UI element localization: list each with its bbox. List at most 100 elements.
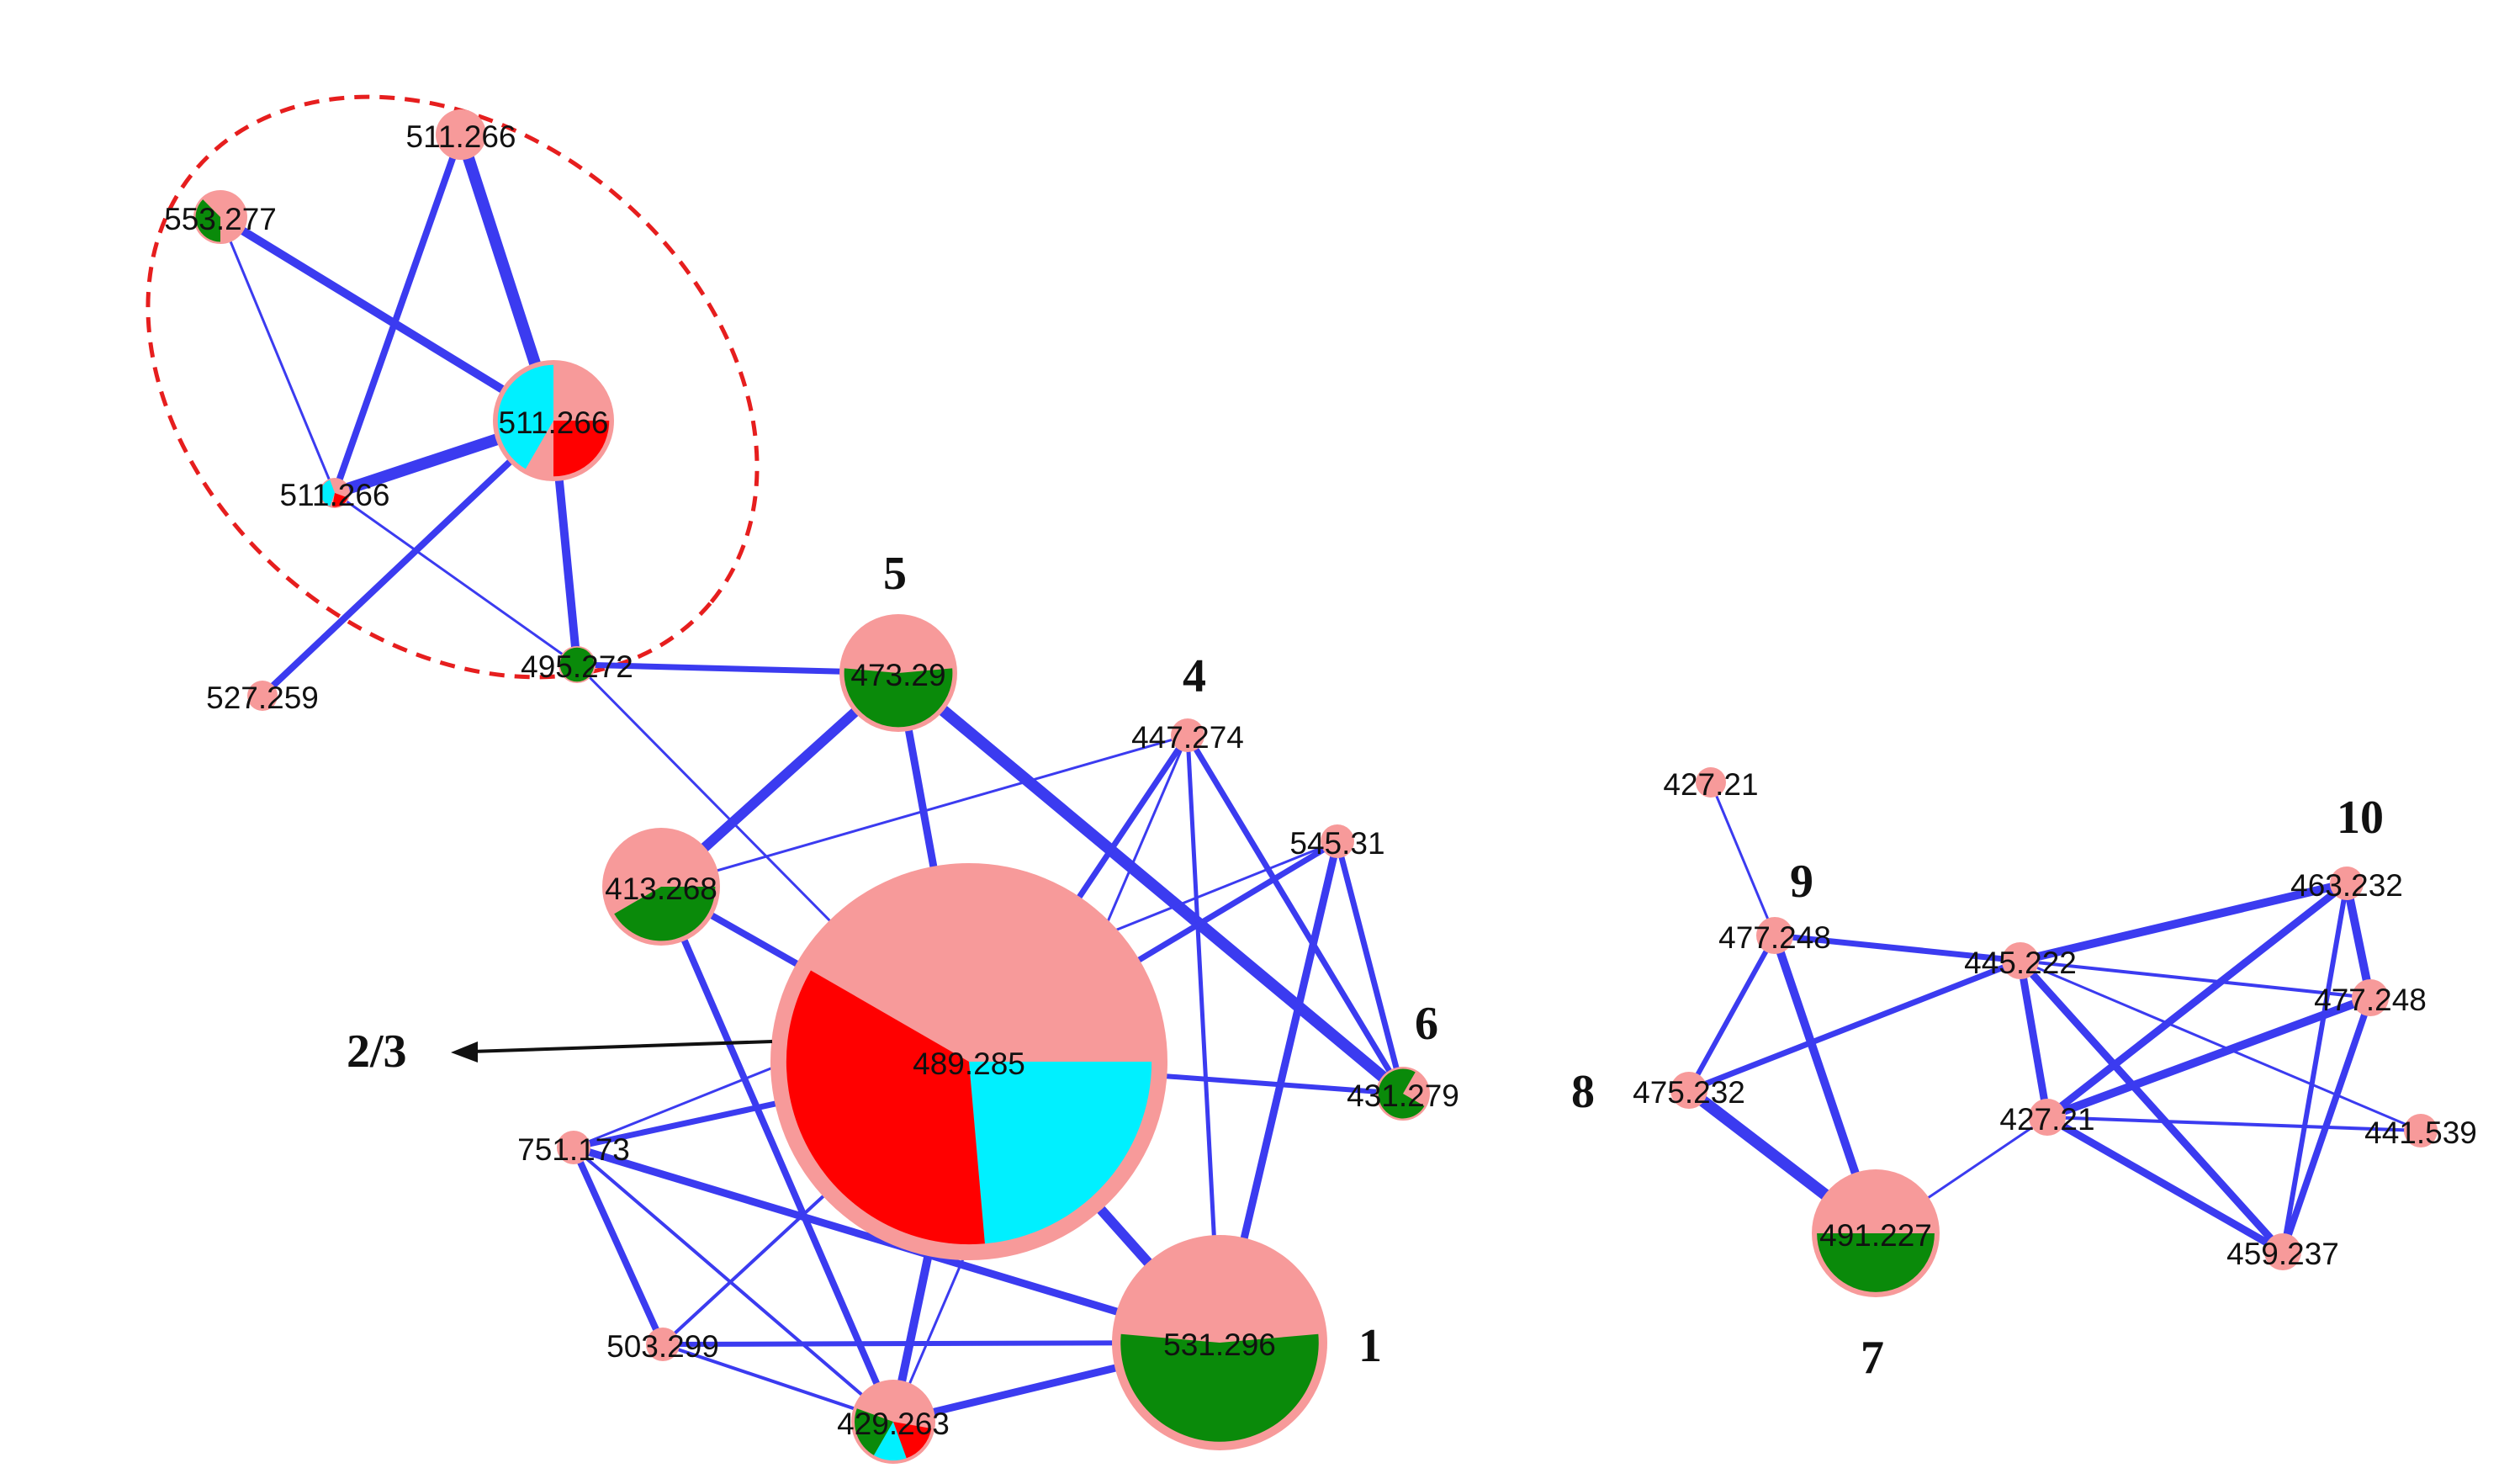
edge-n413-n429 (658, 883, 897, 1425)
edge-n545-n431 (1334, 838, 1406, 1097)
node-n459 (2264, 1233, 2301, 1270)
edge-n477b-n459 (2279, 994, 2374, 1255)
node-circle (2264, 1233, 2301, 1270)
node-circle (2404, 1114, 2438, 1147)
node-n427a (1696, 767, 1726, 798)
edge-n427b-n477b (2043, 994, 2374, 1121)
edge-n463-n459 (2280, 881, 2349, 1254)
edge-n511a-n511c (331, 131, 464, 496)
node-n527 (247, 681, 278, 711)
node-slice-cyan (320, 480, 335, 506)
node-n475 (1670, 1072, 1707, 1109)
node-n531 (1112, 1235, 1327, 1450)
cluster-label-5: 5 (883, 548, 907, 600)
cluster-label-6: 6 (1415, 998, 1438, 1050)
cluster-label-9: 9 (1790, 856, 1813, 908)
node-label: 413.268 (605, 872, 717, 906)
node-slice-red (893, 1422, 932, 1459)
node-n427b (2029, 1099, 2066, 1136)
node-n503 (646, 1328, 680, 1361)
node-circle (1696, 767, 1726, 798)
cluster-enclosure-ellipse (146, 94, 760, 680)
node-slice-green (1817, 1233, 1935, 1292)
node-slice-cyan (874, 1422, 907, 1460)
node-circle (646, 1328, 680, 1361)
node-label: 477.248 (2314, 983, 2427, 1017)
edge-n427b-n459 (2043, 1113, 2287, 1256)
node-label: 475.232 (1633, 1075, 1745, 1110)
cluster-label-1: 1 (1358, 1320, 1382, 1372)
edge-n553-n511b (216, 213, 558, 425)
node-n431 (1376, 1067, 1430, 1121)
node-n413 (602, 828, 720, 946)
cluster-label-10: 10 (2337, 792, 2384, 844)
edge-n477a-n445 (1771, 932, 2024, 964)
node-slice-green (195, 199, 220, 242)
node-slice-green (559, 647, 595, 682)
node-label: 491.227 (1819, 1218, 1932, 1253)
edge-n445-n427b (2016, 957, 2051, 1121)
node-n447 (1171, 718, 1204, 752)
node-label: 427.21 (1999, 1102, 2094, 1137)
arrow-2-3 (451, 1040, 773, 1063)
node-label: 489.285 (913, 1047, 1025, 1081)
edge-n427a-n477a (1709, 781, 1776, 937)
node-circle (1321, 824, 1354, 858)
node-label: 527.259 (206, 681, 319, 715)
edge-n445-n463 (2016, 879, 2351, 965)
node-label: 751.173 (517, 1132, 630, 1167)
edge-n445-n477b (2019, 959, 2372, 999)
node-label: 477.248 (1718, 920, 1831, 955)
node-label: 463.232 (2290, 868, 2403, 903)
edge-n751-n429 (572, 1146, 895, 1423)
node-n477a (1756, 917, 1793, 954)
edge-n473-n431 (892, 667, 1409, 1100)
edge-n751-n503 (570, 1144, 666, 1348)
edge-n511c-n495 (333, 491, 579, 666)
node-circle (557, 1131, 590, 1164)
node-circle (1670, 1072, 1707, 1109)
node-n477b (2352, 979, 2389, 1016)
node-label: 431.279 (1347, 1079, 1459, 1113)
node-n473 (839, 614, 957, 732)
node-label: 473.29 (850, 658, 945, 692)
edge-n447-n431 (1184, 732, 1406, 1097)
node-label: 511.266 (406, 119, 516, 154)
edge-n427b-n463 (2043, 879, 2351, 1121)
edge-n447-n413 (659, 734, 1189, 888)
node-label: 531.296 (1163, 1328, 1276, 1362)
node-label: 445.222 (1964, 946, 2077, 980)
node-n511b (493, 360, 614, 481)
node-label: 459.237 (2226, 1237, 2339, 1271)
node-slice-green (1378, 1068, 1425, 1119)
node-slice-green (844, 668, 953, 728)
cluster-label-7: 7 (1861, 1332, 1884, 1384)
edge-n427b-n441 (2046, 1116, 2422, 1132)
node-n751 (557, 1131, 590, 1164)
node-n441 (2404, 1114, 2438, 1147)
node-n445 (2002, 942, 2039, 979)
node-n463 (2330, 867, 2364, 900)
edge-n477a-n475 (1686, 933, 1777, 1093)
node-circle (2352, 979, 2389, 1016)
edge-n553-n511c (219, 215, 336, 495)
cluster-label-2-3: 2/3 (347, 1026, 407, 1078)
node-label: 545.31 (1289, 826, 1384, 861)
node-n489 (770, 863, 1167, 1260)
node-n495 (559, 646, 596, 683)
node-label: 503.299 (606, 1329, 719, 1364)
node-label: 553.277 (164, 202, 277, 236)
node-circle (2330, 867, 2364, 900)
node-label: 427.21 (1663, 767, 1758, 802)
node-slice-green (855, 1408, 893, 1455)
node-label: 429.263 (837, 1407, 950, 1441)
node-circle (436, 109, 486, 160)
node-circle (247, 681, 278, 711)
node-slice-red (786, 970, 985, 1245)
node-n545 (1321, 824, 1354, 858)
node-slice-red (332, 493, 348, 507)
node-n429 (851, 1380, 935, 1464)
node-slice-green (614, 887, 716, 941)
edge-n445-n441 (2019, 959, 2422, 1132)
